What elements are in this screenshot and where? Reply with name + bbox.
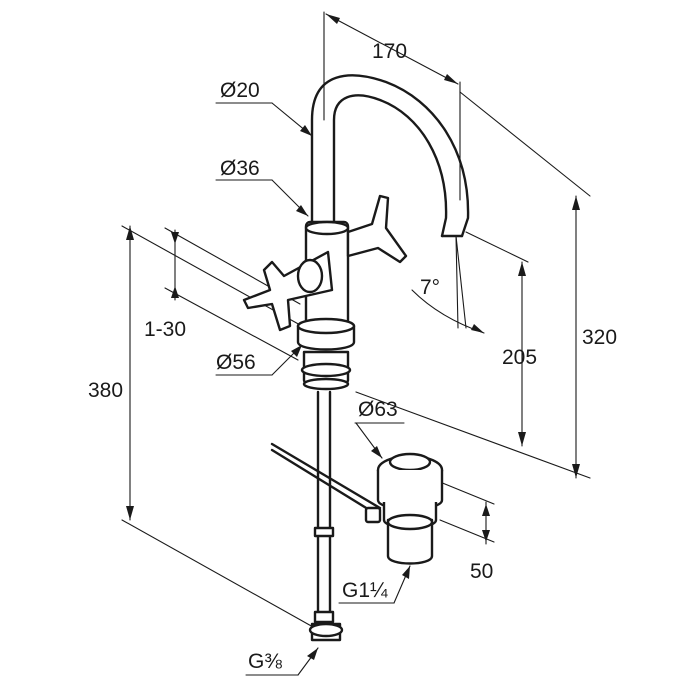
label-outlet-angle: 7° — [420, 276, 440, 299]
label-supply-thread: G⅜ — [248, 650, 282, 673]
label-waste-diameter: Ø63 — [358, 398, 398, 421]
label-spout-width: 170 — [372, 40, 407, 63]
label-waste-height: 50 — [470, 560, 493, 583]
label-base-diameter: Ø56 — [216, 351, 256, 374]
label-column-diameter: Ø36 — [220, 157, 260, 180]
label-spout-height: 320 — [582, 326, 617, 349]
dimension-lines — [121, 11, 591, 676]
faucet-body — [242, 74, 470, 642]
label-outlet-height: 205 — [502, 346, 537, 369]
waste-fitting — [364, 452, 444, 565]
label-overall-height: 380 — [88, 379, 123, 402]
label-waste-thread: G1¼ — [342, 579, 388, 602]
label-pipe-diameter: Ø20 — [220, 79, 260, 102]
dimension-labels: 170 Ø20 Ø36 1-30 Ø56 380 320 205 7° Ø63 … — [88, 40, 617, 673]
label-adjust-range: 1-30 — [144, 318, 186, 341]
